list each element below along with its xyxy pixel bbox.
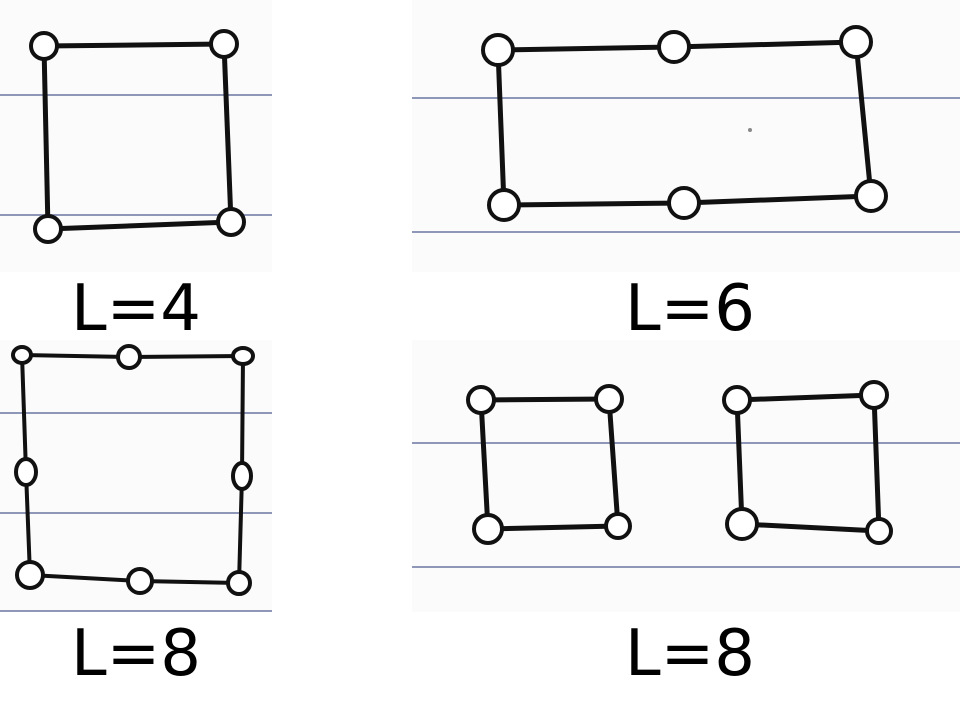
ring-diagram-l8-double (412, 380, 960, 568)
ring-diagram-l6 (412, 25, 960, 233)
site-node (116, 344, 142, 370)
bond-edge (739, 521, 882, 534)
site-node (466, 385, 496, 415)
bond-edge (478, 397, 491, 532)
bond-edge (127, 354, 245, 359)
bond-edge (681, 193, 874, 206)
site-node (231, 461, 253, 491)
bond-edge (853, 39, 874, 199)
diagram-panel-l8-ring (0, 340, 272, 612)
site-node (657, 30, 691, 64)
site-node (481, 33, 515, 67)
bond-edge (20, 353, 131, 359)
site-node (859, 380, 889, 410)
diagram-panel-l4 (0, 0, 272, 272)
bond-edge (41, 41, 227, 49)
site-node (667, 186, 701, 220)
site-node (14, 457, 38, 487)
panel-label-l8-single: L=8 (71, 617, 201, 691)
bond-edge (485, 523, 621, 532)
site-node (839, 25, 873, 59)
bond-edge (240, 354, 245, 478)
ring-diagram-l8-single (0, 344, 272, 612)
panel-label-l6: L=6 (625, 272, 755, 346)
site-node (209, 29, 239, 59)
diagram-panel-l6 (412, 0, 960, 272)
bond-edge (495, 44, 677, 53)
site-node (216, 207, 246, 237)
site-node (231, 346, 255, 366)
bond-edge (221, 41, 234, 225)
site-node (15, 560, 45, 590)
bond-edge (606, 396, 621, 529)
bond-edge (734, 392, 877, 403)
bond-edge (41, 43, 51, 232)
bond-edge (871, 392, 882, 534)
panel-label-l8-double: L=8 (625, 617, 755, 691)
ring-diagram-l4 (0, 29, 272, 244)
site-node (854, 179, 888, 213)
bond-edge (495, 47, 507, 208)
bond-edge (671, 39, 859, 50)
site-node (126, 567, 154, 595)
paper-speck (748, 128, 752, 132)
bond-edge (237, 474, 244, 585)
bond-edge (45, 219, 234, 232)
site-node (594, 384, 624, 414)
site-node (11, 345, 33, 365)
diagram-panel-l8-two-rings (412, 340, 960, 612)
bond-edge (501, 200, 687, 208)
site-node (33, 214, 63, 244)
bond-edge (28, 573, 142, 583)
panel-label-l4: L=4 (71, 272, 201, 346)
bond-edge (478, 396, 612, 403)
bond-edge (24, 470, 32, 577)
site-node (725, 507, 759, 541)
site-node (487, 188, 521, 222)
site-node (472, 513, 504, 545)
site-node (604, 512, 632, 540)
site-node (865, 517, 893, 545)
bond-edge (734, 397, 745, 527)
site-node (29, 31, 59, 61)
site-node (226, 570, 252, 596)
bond-edge (138, 579, 241, 585)
bond-edge (20, 353, 28, 474)
site-node (722, 385, 752, 415)
